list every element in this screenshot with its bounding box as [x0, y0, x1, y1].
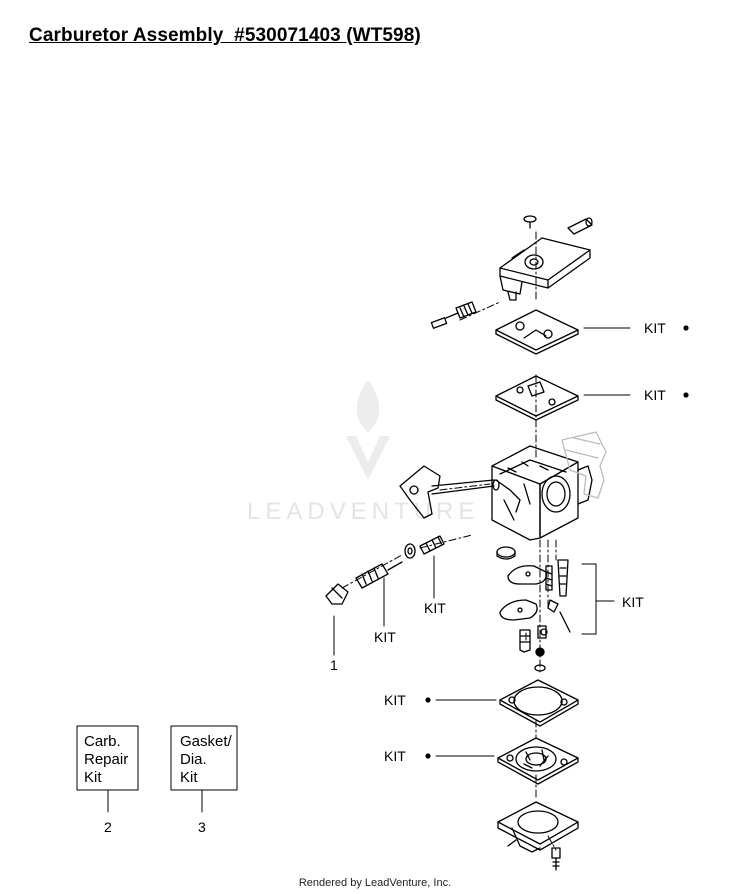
- kit-bullet: [425, 697, 431, 703]
- adjust-needle: [355, 561, 403, 589]
- legend-line: Kit: [180, 769, 198, 786]
- kit-bullets: [425, 325, 689, 759]
- cover-plate: [499, 237, 591, 301]
- bottom-screw: [551, 847, 561, 871]
- legend-line: Dia.: [180, 751, 207, 768]
- callout-kit-label: KIT: [374, 629, 396, 645]
- gasket-1: [495, 309, 579, 355]
- bottom-cover: [497, 801, 579, 853]
- legend-number: 3: [198, 819, 206, 835]
- plug: [496, 546, 516, 560]
- diaphragm-1: [495, 375, 579, 421]
- footer-credit: Rendered by LeadVenture, Inc.: [298, 877, 452, 889]
- springs-and-needles: [540, 559, 571, 636]
- metering-lever: [499, 599, 538, 621]
- diaphragm-lower: [497, 737, 579, 785]
- watermark-flame-icon: [356, 380, 380, 432]
- legend-number: 2: [104, 819, 112, 835]
- throttle-lever-shadow: [561, 431, 607, 499]
- legend-line: Repair: [84, 751, 128, 768]
- washer: [404, 543, 416, 559]
- kit-bullet: [683, 392, 689, 398]
- page-title: Carburetor Assembly #530071403 (WT598): [29, 25, 421, 46]
- legend-line: Carb.: [84, 733, 121, 750]
- callout-leaders: [107, 327, 631, 813]
- legend-line: Kit: [84, 769, 102, 786]
- watermark: LEADVENTURE: [247, 380, 479, 525]
- kit-bullet: [425, 753, 431, 759]
- pin: [567, 217, 593, 235]
- callout-part-number: 1: [330, 657, 338, 673]
- watermark-text: LEADVENTURE: [247, 498, 479, 525]
- carburetor-body: [491, 445, 593, 541]
- limiter-cap: [325, 583, 349, 605]
- watermark-v-icon: [346, 436, 390, 480]
- needle-spring: [419, 535, 445, 555]
- kit-bullet: [683, 325, 689, 331]
- callout-kit-label: KIT: [384, 748, 406, 764]
- top-screw: [523, 215, 537, 229]
- callout-kit-label: KIT: [424, 600, 446, 616]
- callout-kit-label: KIT: [644, 320, 666, 336]
- callout-kit-label: KIT: [644, 387, 666, 403]
- callout-kit-label: KIT: [384, 692, 406, 708]
- adjust-screw: [430, 301, 477, 329]
- choke-lever: [399, 465, 500, 519]
- gasket-lower: [499, 679, 579, 727]
- callout-kit-label: KIT: [622, 594, 644, 610]
- small-screws: [519, 625, 547, 672]
- legend-gasket-dia-kit: Gasket/ Dia. Kit 3: [170, 725, 238, 835]
- inlet-lever: [507, 565, 547, 585]
- legend-carb-repair-kit: Carb. Repair Kit 2: [76, 725, 139, 835]
- legend-line: Gasket/: [180, 733, 233, 750]
